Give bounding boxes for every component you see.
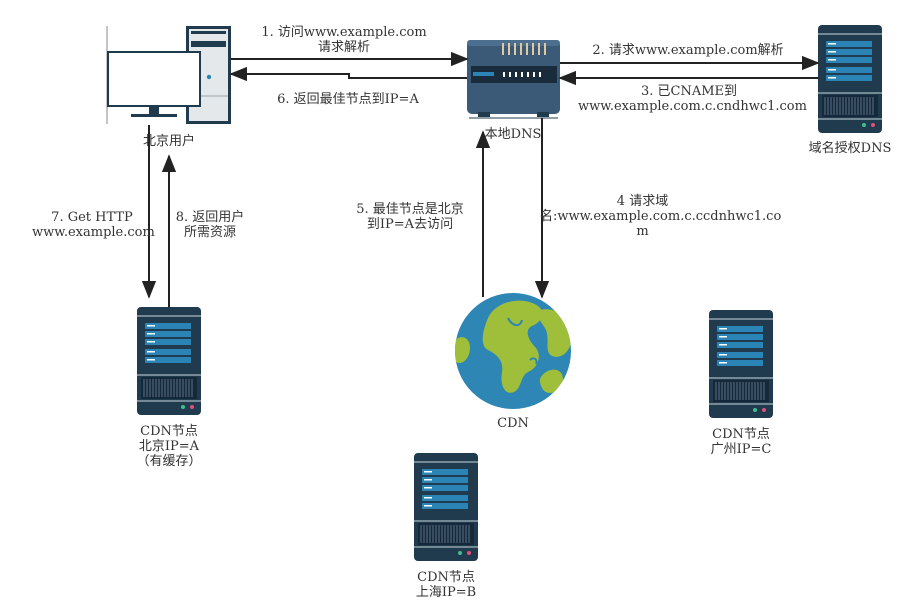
cdn-guangzhou-label: CDN节点 广州IP=C <box>710 427 772 457</box>
edge-4-label: 4 请求域 名:www.example.com.c.ccdnhwc1.co m <box>540 194 782 239</box>
cdn-beijing-label: CDN节点 北京IP=A （有缓存） <box>136 424 202 469</box>
user-label: 北京用户 <box>142 134 195 149</box>
local-dns-label: 本地DNS <box>484 127 542 142</box>
edge-1-label: 1. 访问www.example.com 请求解析 <box>261 25 427 55</box>
cdn-guangzhou-server-icon <box>708 309 774 419</box>
cdn-shanghai-label: CDN节点 上海IP=B <box>415 570 477 600</box>
auth-dns-server-icon <box>817 24 883 134</box>
edge-6-line <box>229 66 467 82</box>
edge-7-label: 7. Get HTTP www.example.com <box>32 210 155 240</box>
cdn-shanghai-server-icon <box>413 452 479 562</box>
edge-8-label: 8. 返回用户 所需资源 <box>175 210 245 240</box>
cdn-globe-icon <box>455 293 571 409</box>
edge-2-label: 2. 请求www.example.com解析 <box>592 43 784 58</box>
cdn-label: CDN <box>497 416 529 431</box>
edge-5-label: 5. 最佳节点是北京 到IP=A去访问 <box>356 202 464 232</box>
edge-3-label: 3. 已CNAME到 www.example.com.c.cndhwc1.com <box>578 84 807 114</box>
cdn-beijing-server-icon <box>136 306 202 416</box>
auth-dns-label: 域名授权DNS <box>808 141 892 156</box>
user-computer-icon <box>106 26 231 124</box>
local-dns-router-icon <box>467 40 560 119</box>
edge-6-label: 6. 返回最佳节点到IP=A <box>277 92 419 107</box>
